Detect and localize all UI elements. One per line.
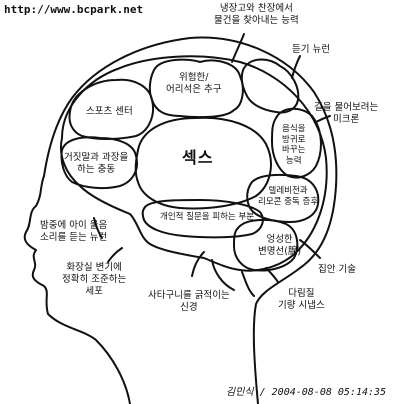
site-url: http://www.bcpark.net — [4, 3, 144, 16]
pointer-fridge — [231, 33, 245, 63]
lobe-sports — [68, 78, 154, 140]
lobe-sex — [134, 116, 272, 210]
label-deaf: 듣기 뉴런 — [292, 44, 330, 55]
pointer-scratch — [191, 251, 205, 277]
label-personal: 개인적 질문을 피하는 부분 — [160, 212, 255, 222]
pointer-toilet — [107, 247, 123, 263]
label-collect: 집안 기술 — [318, 264, 356, 275]
pointer-collect — [299, 239, 321, 259]
head-outline — [23, 36, 338, 404]
author-signature: 김민식 / 2004-08-08 05:14:35 — [226, 387, 387, 398]
lobe-lies — [60, 136, 138, 190]
lobe-personal — [141, 199, 264, 239]
brain-outline — [60, 55, 328, 272]
pointer-directions — [315, 115, 331, 123]
pointer-deaf — [291, 55, 301, 79]
brainstem — [211, 259, 255, 297]
pointer-baby — [93, 217, 103, 239]
label-sex: 섹스 — [182, 148, 214, 167]
label-sports: 스포츠 센터 — [86, 106, 133, 117]
pointer-iron — [265, 267, 279, 283]
lobe-fridge — [240, 58, 300, 114]
label-danger: 위험한/어리석은 추구 — [166, 72, 222, 95]
lobe-music — [271, 107, 322, 179]
lobe-gland — [233, 218, 299, 272]
